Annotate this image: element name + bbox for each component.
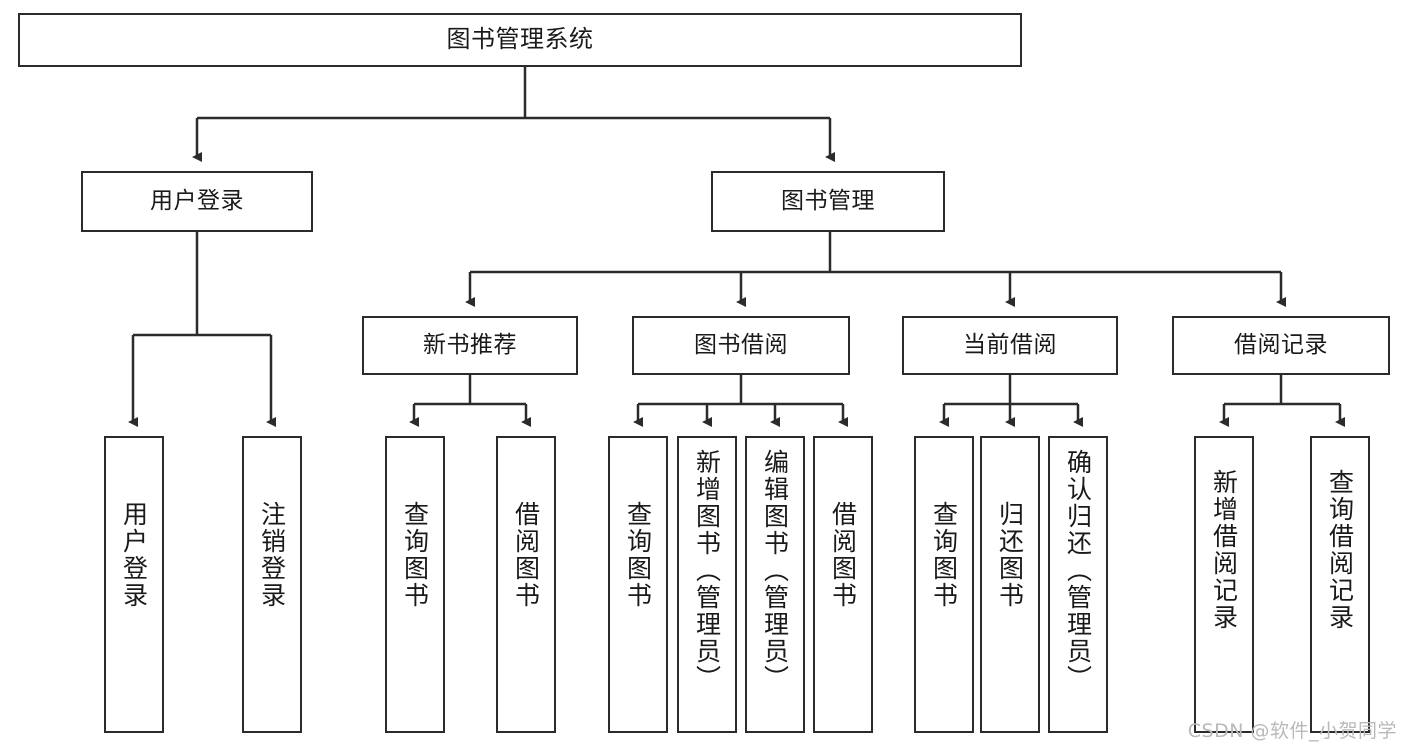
watermark: CSDN @软件_小贺同学 [1187, 720, 1397, 742]
node-borrow-record[interactable]: 借阅记录 [1172, 316, 1390, 375]
leaf-new-book-borrow-book[interactable]: 借阅图书 [496, 436, 556, 733]
leaf-current-borrow-confirm-return-admin[interactable]: 确认归还（管理员） [1048, 436, 1108, 733]
node-current-borrow[interactable]: 当前借阅 [902, 316, 1118, 375]
node-label: 编辑图书（管理员） [760, 449, 790, 692]
node-book-management[interactable]: 图书管理 [711, 171, 945, 232]
leaf-book-borrow-query-book[interactable]: 查询图书 [608, 436, 668, 733]
node-label: 新增借阅记录 [1209, 469, 1239, 631]
node-label: 确认归还（管理员） [1063, 449, 1093, 692]
node-label: 用户登录 [119, 501, 149, 609]
leaf-user-login-login[interactable]: 用户登录 [104, 436, 164, 733]
node-label: 注销登录 [257, 501, 287, 609]
leaf-current-borrow-query-book[interactable]: 查询图书 [914, 436, 974, 733]
node-label: 归还图书 [995, 501, 1025, 609]
node-label: 借阅图书 [828, 501, 858, 609]
node-label: 查询借阅记录 [1325, 469, 1355, 631]
node-label: 新书推荐 [423, 332, 517, 359]
leaf-new-book-query-book[interactable]: 查询图书 [385, 436, 445, 733]
leaf-current-borrow-return-book[interactable]: 归还图书 [980, 436, 1040, 733]
node-label: 查询图书 [929, 501, 959, 609]
leaf-book-borrow-edit-book-admin[interactable]: 编辑图书（管理员） [745, 436, 805, 733]
leaf-borrow-record-add-record[interactable]: 新增借阅记录 [1194, 436, 1254, 733]
node-label: 图书管理系统 [446, 25, 594, 54]
node-label: 图书借阅 [694, 332, 788, 359]
node-label: 图书管理 [781, 188, 875, 215]
leaf-borrow-record-query-record[interactable]: 查询借阅记录 [1310, 436, 1370, 733]
node-label: 查询图书 [400, 501, 430, 609]
node-label: 当前借阅 [963, 332, 1057, 359]
node-root-book-management-system[interactable]: 图书管理系统 [18, 13, 1022, 67]
node-label: 新增图书（管理员） [692, 449, 722, 692]
node-label: 查询图书 [623, 501, 653, 609]
node-book-borrow[interactable]: 图书借阅 [632, 316, 850, 375]
node-label: 用户登录 [150, 188, 244, 215]
leaf-book-borrow-add-book-admin[interactable]: 新增图书（管理员） [677, 436, 737, 733]
node-user-login[interactable]: 用户登录 [81, 171, 313, 232]
node-label: 借阅记录 [1234, 332, 1328, 359]
leaf-book-borrow-borrow-book[interactable]: 借阅图书 [813, 436, 873, 733]
node-new-book-recommend[interactable]: 新书推荐 [362, 316, 578, 375]
leaf-user-login-logout[interactable]: 注销登录 [242, 436, 302, 733]
node-label: 借阅图书 [511, 501, 541, 609]
